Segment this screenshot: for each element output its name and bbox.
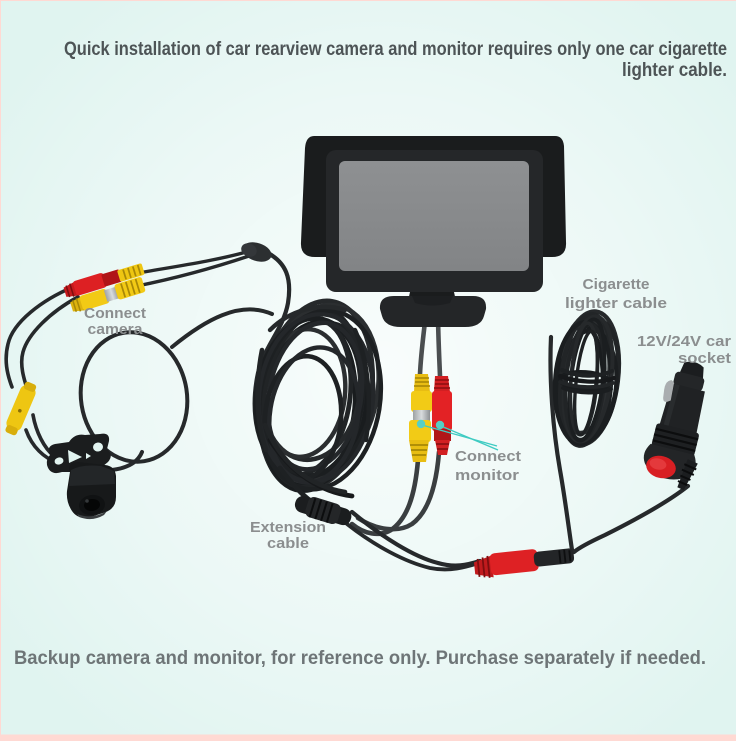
svg-text:Cigarette: Cigarette bbox=[583, 277, 650, 293]
svg-text:lighter cable: lighter cable bbox=[565, 296, 667, 312]
svg-text:monitor: monitor bbox=[455, 468, 519, 484]
svg-text:Backup camera and monitor, for: Backup camera and monitor, for reference… bbox=[14, 648, 706, 669]
svg-text:camera: camera bbox=[88, 322, 144, 338]
svg-text:Quick installation of car rear: Quick installation of car rearview camer… bbox=[64, 39, 727, 60]
svg-text:Connect: Connect bbox=[455, 449, 521, 465]
svg-text:cable: cable bbox=[267, 536, 309, 552]
svg-text:Connect: Connect bbox=[84, 306, 146, 322]
svg-text:12V/24V car: 12V/24V car bbox=[637, 334, 731, 350]
svg-text:lighter cable.: lighter cable. bbox=[622, 60, 727, 81]
svg-text:socket: socket bbox=[678, 351, 731, 367]
svg-text:Extension: Extension bbox=[250, 520, 326, 536]
